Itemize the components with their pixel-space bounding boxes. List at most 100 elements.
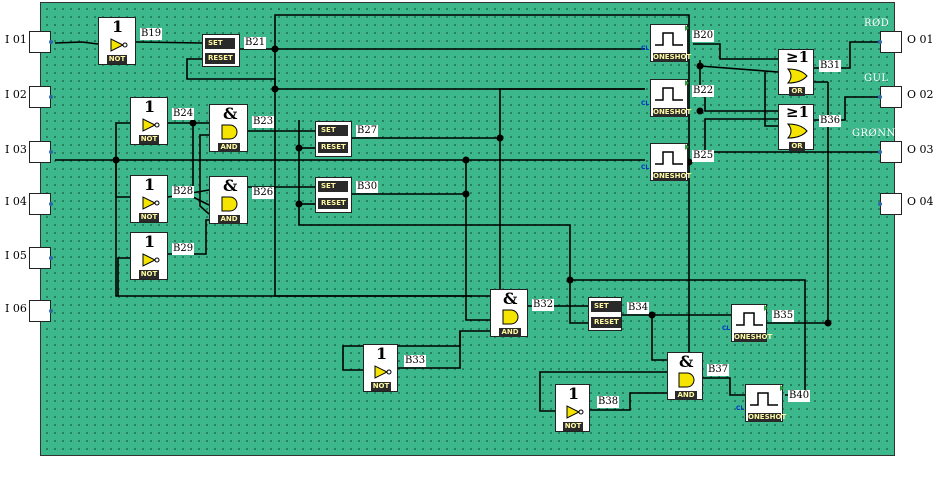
wire (115, 160, 130, 198)
setreset-block-b21[interactable]: SET RESET (202, 34, 240, 67)
output-name-gronn: GRØNN (852, 128, 896, 139)
oneshot-block-b25[interactable]: ONESHOT (650, 143, 691, 181)
block-label: B30 (356, 181, 379, 193)
block-label: B35 (772, 310, 795, 322)
not-block-b38[interactable]: 1 NOT (555, 384, 590, 432)
junction (189, 119, 197, 127)
block-label: B20 (692, 30, 715, 42)
junction (648, 311, 656, 319)
junction (824, 319, 832, 327)
block-label: B23 (252, 116, 275, 128)
junction (295, 144, 303, 152)
junction (271, 45, 279, 53)
wire (569, 280, 588, 324)
output-terminal-o04[interactable] (878, 193, 902, 215)
wire (352, 88, 645, 139)
block-label: B37 (707, 364, 730, 376)
wire (352, 193, 490, 321)
block-label: B19 (140, 28, 163, 40)
wire (764, 72, 778, 127)
input-terminal-i04[interactable] (29, 193, 53, 215)
and-block-b32[interactable]: & AND (490, 289, 528, 337)
block-label: B40 (788, 390, 811, 402)
junction (271, 85, 279, 93)
junction (696, 62, 704, 70)
junction (295, 200, 303, 208)
input-label: I 02 (5, 88, 27, 101)
oneshot-block-b40[interactable]: ONESHOT (745, 384, 786, 422)
oneshot-block-b35[interactable]: ONESHOT (731, 304, 772, 342)
circuit-board (40, 2, 895, 456)
output-terminal-o02[interactable] (878, 86, 902, 108)
input-terminal-i02[interactable] (29, 86, 53, 108)
block-label: B27 (356, 125, 379, 137)
junction (462, 156, 470, 164)
wire (117, 257, 130, 296)
junction (566, 276, 574, 284)
clear-pin: CL (722, 325, 731, 332)
wire (199, 134, 210, 215)
wire (699, 65, 779, 73)
wire (703, 377, 745, 396)
wire (693, 43, 778, 60)
block-label: B24 (172, 108, 195, 120)
not-block-b19[interactable]: 1 NOT (98, 17, 136, 65)
wire (115, 122, 130, 160)
block-label: B31 (819, 60, 842, 72)
output-label: O 02 (907, 88, 934, 101)
block-label: B38 (597, 396, 620, 408)
not-block-b28[interactable]: 1 NOT (130, 175, 168, 223)
wire (651, 315, 667, 361)
setreset-block-b30[interactable]: SET RESET (315, 177, 352, 213)
input-label: I 06 (5, 302, 27, 315)
not-block-b29[interactable]: 1 NOT (130, 232, 168, 280)
block-label: B26 (252, 187, 275, 199)
block-label: B29 (172, 243, 195, 255)
wire (590, 392, 667, 411)
and-block-b37[interactable]: & AND (667, 352, 703, 400)
wire (186, 58, 645, 90)
output-terminal-o01[interactable] (878, 31, 902, 53)
input-label: I 04 (5, 195, 27, 208)
input-label: I 01 (5, 33, 27, 46)
output-terminal-o03[interactable] (878, 141, 902, 163)
block-label: B22 (692, 85, 715, 97)
junction (696, 107, 704, 115)
input-terminal-i03[interactable] (29, 141, 53, 163)
block-label: B21 (244, 37, 267, 49)
input-label: I 05 (5, 249, 27, 262)
junction (112, 156, 120, 164)
or-block-b31[interactable]: ≥1 OR (778, 48, 814, 96)
clear-pin: CL (736, 405, 745, 412)
and-block-b26[interactable]: & AND (209, 176, 248, 224)
wire (240, 48, 490, 297)
block-label: B33 (404, 355, 427, 367)
not-block-b24[interactable]: 1 NOT (130, 97, 168, 145)
junction (496, 134, 504, 142)
clear-pin: CL (641, 100, 650, 107)
block-label: B36 (819, 115, 842, 127)
clear-pin: CL (641, 45, 650, 52)
output-name-rod: RØD (864, 18, 890, 29)
setreset-block-b27[interactable]: SET RESET (315, 121, 352, 157)
input-terminal-i01[interactable] (29, 31, 53, 53)
block-label: B28 (172, 186, 195, 198)
output-label: O 01 (907, 33, 934, 46)
not-block-b33[interactable]: 1 NOT (363, 344, 398, 392)
input-terminal-i06[interactable] (29, 300, 53, 322)
clear-pin: CL (641, 164, 650, 171)
wire (135, 41, 203, 44)
output-label: O 03 (907, 143, 934, 156)
wire (539, 371, 667, 412)
junction (462, 190, 470, 198)
block-label: B34 (627, 302, 650, 314)
input-terminal-i05[interactable] (29, 247, 53, 269)
oneshot-block-b20[interactable]: ONESHOT (650, 24, 691, 62)
oneshot-block-b22[interactable]: ONESHOT (650, 79, 691, 117)
wire (54, 41, 99, 45)
and-block-b23[interactable]: & AND (209, 104, 248, 152)
or-block-b36[interactable]: ≥1 OR (778, 103, 814, 151)
setreset-block-b34[interactable]: SET RESET (588, 297, 622, 331)
wire (490, 138, 501, 309)
output-label: O 04 (907, 195, 934, 208)
